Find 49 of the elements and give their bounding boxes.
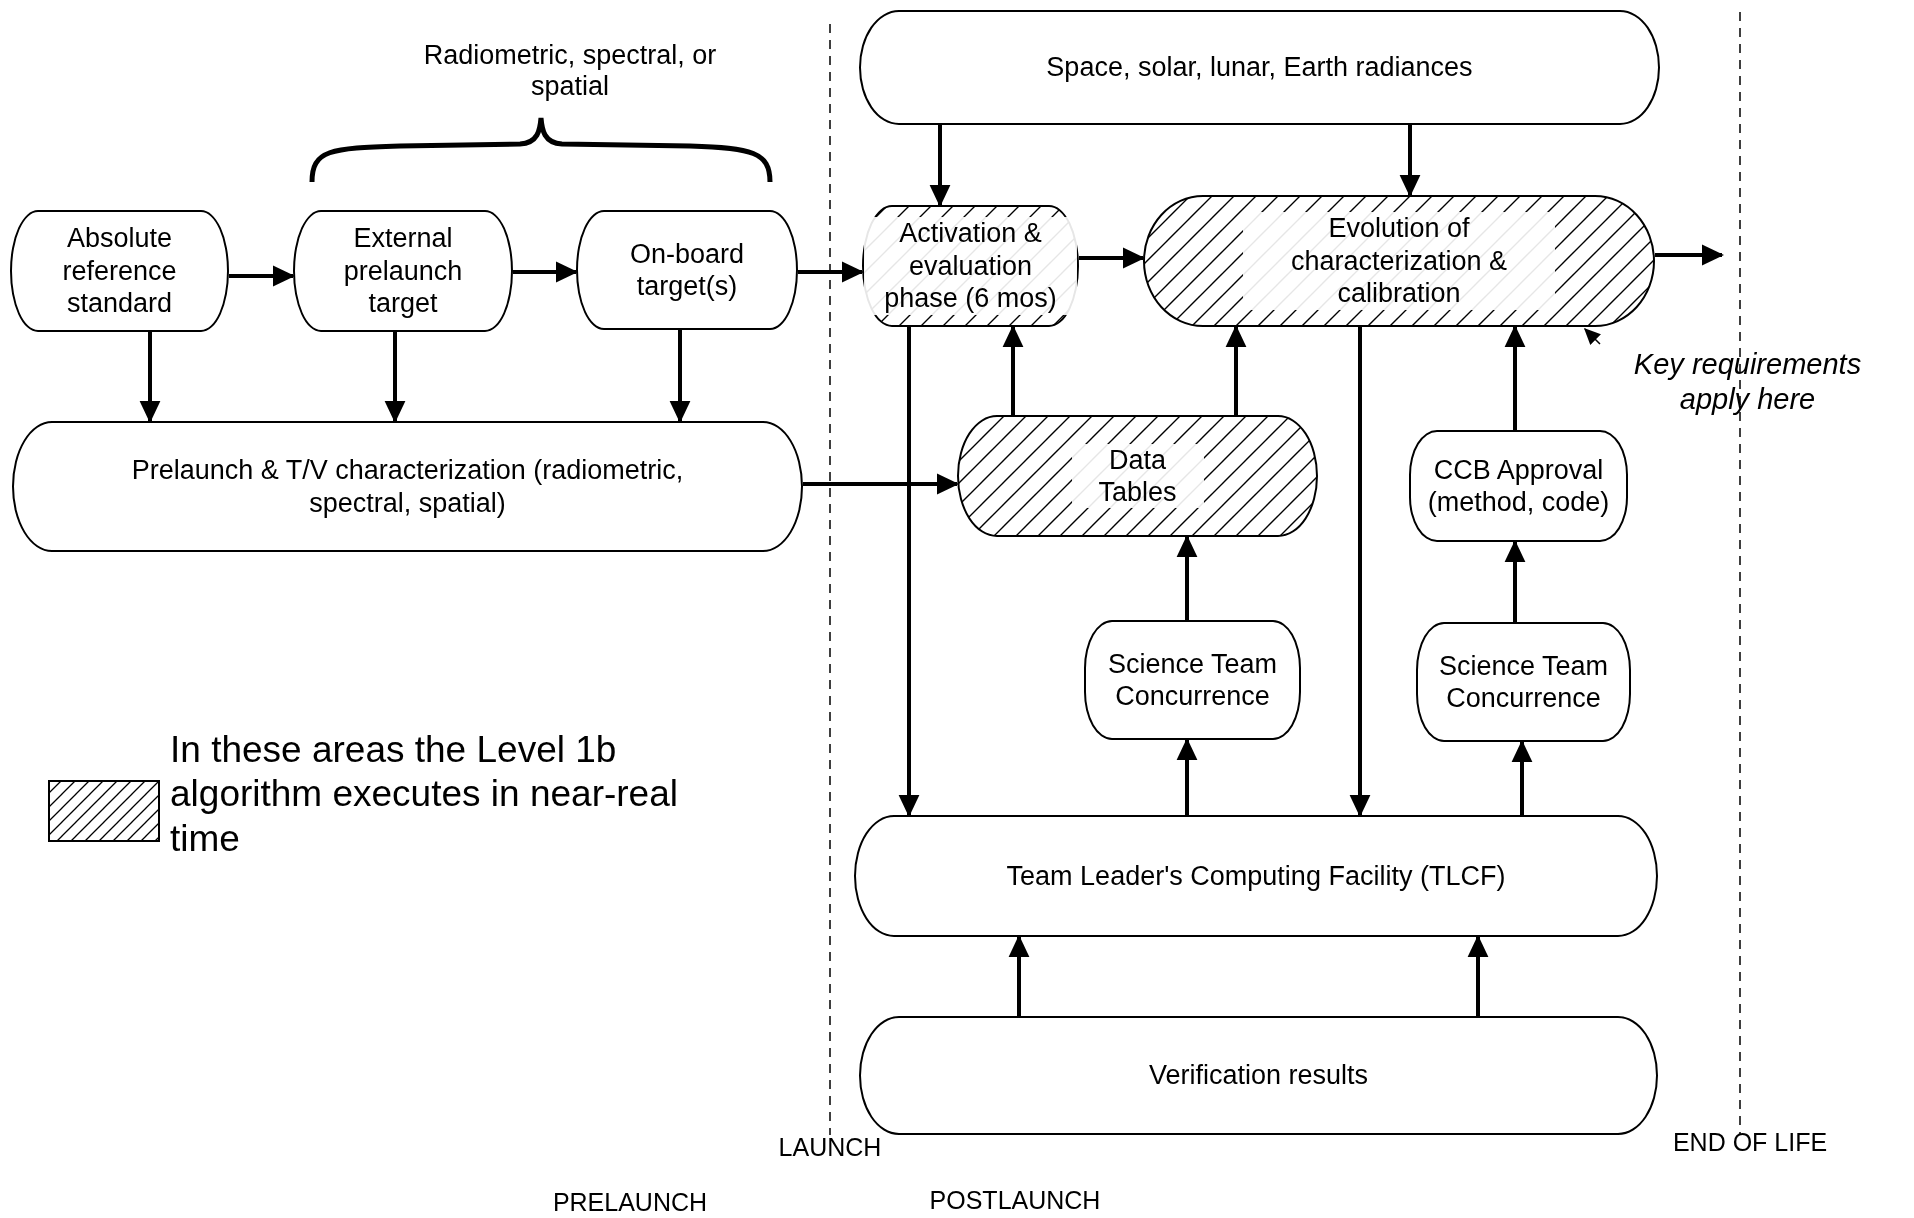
arrow	[1002, 325, 1024, 415]
node-label: Verification results	[1147, 1059, 1370, 1092]
phase-label: PRELAUNCH	[551, 1188, 709, 1217]
arrow	[803, 473, 959, 495]
brace-label: Radiometric, spectral, or spatial	[422, 40, 718, 102]
process-box	[10, 210, 229, 332]
arrow	[1511, 740, 1533, 815]
arrow	[898, 327, 920, 817]
process-box	[293, 210, 513, 332]
node-label: Science Team Concurrence	[1437, 649, 1610, 715]
legend-text: In these areas the Level 1b algorithm executes in near-real time	[170, 728, 679, 861]
process-box	[1409, 430, 1628, 542]
arrow	[1079, 247, 1145, 269]
node-label: Space, solar, lunar, Earth radiances	[1045, 51, 1474, 84]
arrow	[798, 261, 864, 283]
arrow	[929, 125, 951, 207]
arrow	[513, 261, 578, 283]
node-label: On-board target(s)	[628, 237, 746, 303]
leader-line	[1583, 327, 1601, 345]
node-label: Team Leader's Computing Facility (TLCF)	[1005, 859, 1507, 893]
arrow	[1504, 540, 1526, 622]
node-label: Evolution of characterization & calibration	[1243, 212, 1555, 310]
process-box	[1084, 620, 1301, 740]
phase-label: END OF LIFE	[1671, 1128, 1829, 1157]
arrow	[229, 265, 295, 287]
node-label: Activation & evaluation phase (6 mos)	[864, 217, 1077, 315]
node-label: CCB Approval (method, code)	[1426, 453, 1611, 519]
node-label: Absolute reference standard	[61, 222, 178, 320]
annotation-text: Key requirements apply here	[1632, 346, 1863, 417]
process-box	[576, 210, 798, 330]
arrow	[1176, 535, 1198, 620]
arrow	[1349, 327, 1371, 817]
arrow	[139, 332, 161, 423]
arrow	[384, 332, 406, 423]
arrow	[1655, 244, 1724, 266]
process-box	[1416, 622, 1631, 742]
node-label: External prelaunch target	[342, 222, 464, 320]
arrow	[1504, 325, 1526, 430]
node-label: Science Team Concurrence	[1106, 647, 1279, 713]
arrow	[1399, 125, 1421, 197]
node-label: Prelaunch & T/V characterization (radiometric, spectral, spatial)	[130, 454, 685, 519]
phase-label: LAUNCH	[777, 1133, 883, 1162]
arrow	[1176, 738, 1198, 815]
arrow	[1008, 935, 1030, 1016]
arrow	[1225, 325, 1247, 415]
arrow	[1467, 935, 1489, 1016]
arrow	[669, 330, 691, 423]
node-label: Data Tables	[1071, 443, 1204, 509]
phase-label: POSTLAUNCH	[928, 1186, 1102, 1215]
